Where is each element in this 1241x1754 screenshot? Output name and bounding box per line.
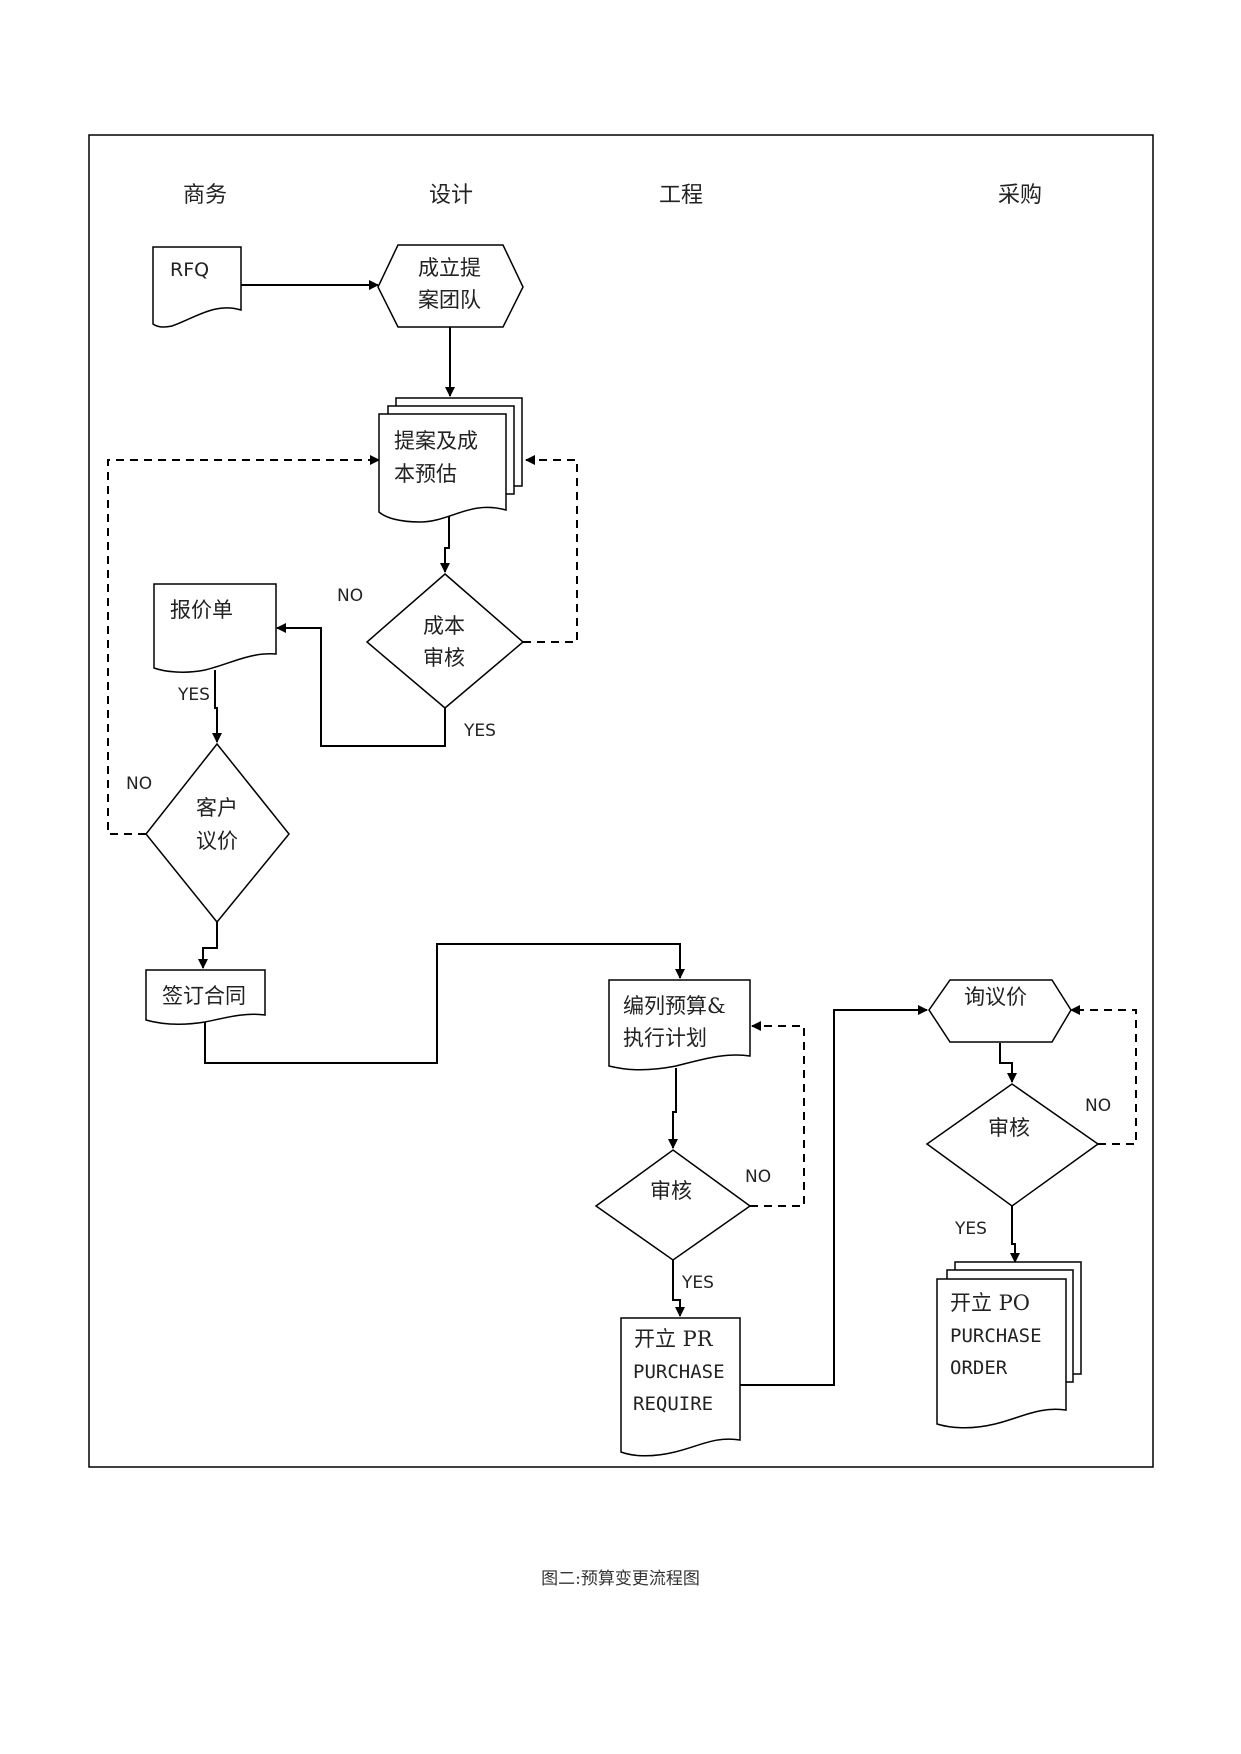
edge-purchase-review-no <box>1070 1005 1137 1145</box>
cost-review-label-line1: 成本 <box>423 614 465 638</box>
pr-label-line1: 开立 PR <box>634 1327 714 1351</box>
budget-label-line2: 执行计划 <box>623 1026 707 1050</box>
edge-budget-review-yes <box>672 1260 685 1317</box>
pr-label-line2: PURCHASE <box>633 1361 725 1383</box>
edge-proposal-to-cost-review <box>440 512 450 573</box>
purchase-review-no-label: NO <box>1085 1096 1111 1116</box>
edge-budget-to-review <box>668 1068 678 1149</box>
rfq-document-shape <box>152 246 242 328</box>
team-hexagon-shape <box>377 244 524 328</box>
lane-header-engineering: 工程 <box>659 183 703 208</box>
budget-review-diamond-shape <box>594 1149 752 1261</box>
team-label-line2: 案团队 <box>418 288 481 312</box>
cost-review-label-line2: 审核 <box>423 646 465 670</box>
negotiation-no-label: NO <box>126 774 152 794</box>
negotiation-label-line2: 议价 <box>196 829 238 853</box>
proposal-doc-front <box>378 413 507 523</box>
inquiry-label: 询议价 <box>964 985 1027 1009</box>
budget-document-shape <box>608 979 751 1071</box>
negotiation-label-line1: 客户 <box>196 796 238 820</box>
edge-contract-to-budget <box>204 943 685 1064</box>
proposal-label-line1: 提案及成 <box>394 429 478 453</box>
purchase-review-label: 审核 <box>988 1116 1030 1140</box>
contract-label: 签订合同 <box>162 984 246 1008</box>
budget-review-label: 审核 <box>650 1179 692 1203</box>
po-label-line1: 开立 PO <box>950 1291 1030 1315</box>
edge-purchase-review-yes <box>1010 1206 1020 1263</box>
contract-document-shape <box>145 969 266 1025</box>
figure-caption: 图二:预算变更流程图 <box>541 1569 700 1589</box>
lane-header-procurement: 采购 <box>998 183 1042 208</box>
diagram-frame <box>88 134 1154 1468</box>
budget-review-no-label: NO <box>745 1167 771 1187</box>
edge-budget-review-no <box>750 1021 805 1207</box>
quotation-yes-label: YES <box>177 685 210 705</box>
po-label-line2: PURCHASE <box>950 1325 1042 1347</box>
budget-label-line1: 编列预算& <box>623 994 726 1018</box>
negotiation-diamond-shape <box>145 742 290 924</box>
po-doc-front <box>936 1278 1067 1429</box>
cost-review-no-label: NO <box>337 586 363 606</box>
inquiry-hexagon-shape <box>928 979 1072 1043</box>
cost-review-diamond-shape <box>365 573 525 709</box>
budget-review-yes-label: YES <box>681 1273 714 1293</box>
purchase-review-diamond-shape <box>925 1083 1100 1207</box>
edge-negotiation-no <box>107 455 380 835</box>
team-label-line1: 成立提 <box>418 256 481 280</box>
lane-header-design: 设计 <box>429 183 473 208</box>
purchase-review-yes-label: YES <box>954 1219 987 1239</box>
proposal-label-line2: 本预估 <box>394 462 457 486</box>
lane-header-business: 商务 <box>183 183 227 208</box>
edge-pr-to-inquiry <box>740 1005 928 1386</box>
edge-cost-review-yes <box>276 623 446 747</box>
quotation-document-shape <box>153 583 277 673</box>
pr-label-line3: REQUIRE <box>633 1393 713 1415</box>
rfq-label: RFQ <box>170 259 209 281</box>
po-label-line3: ORDER <box>950 1357 1008 1379</box>
pr-document-shape <box>620 1317 741 1457</box>
edge-cost-review-no <box>523 455 578 643</box>
edge-inquiry-to-review <box>999 1043 1017 1083</box>
quotation-label: 报价单 <box>170 598 233 622</box>
edge-quotation-to-negotiation <box>212 670 222 743</box>
cost-review-yes-label: YES <box>463 721 496 741</box>
edge-negotiation-to-contract <box>198 922 218 969</box>
